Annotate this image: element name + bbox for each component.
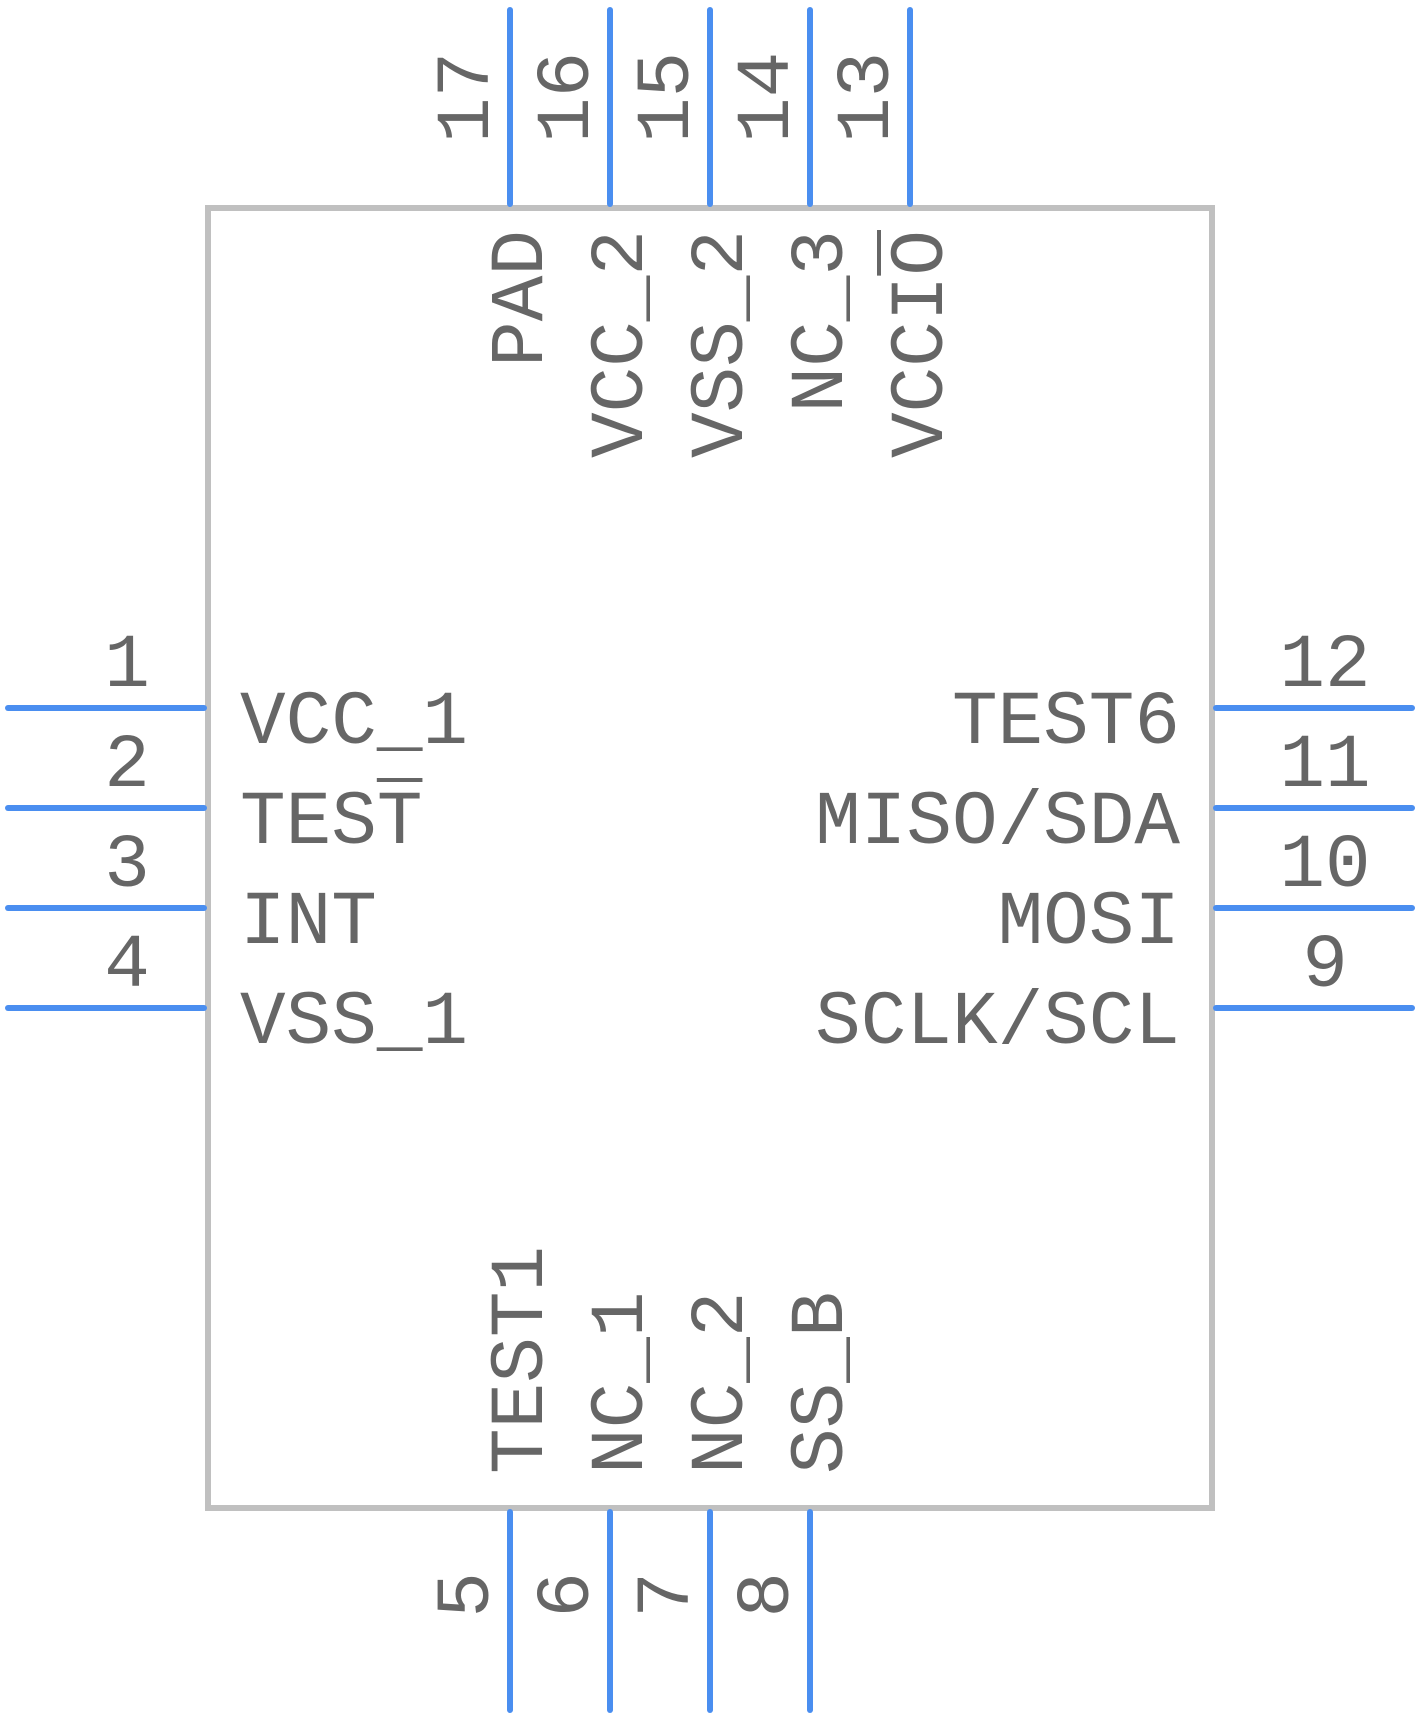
pin-7-label: NC_2: [679, 1292, 765, 1474]
pin-17-label: PAD: [479, 230, 565, 367]
pin-1-label: VCC_1: [240, 680, 468, 766]
pin-16-label: VCC_2: [579, 230, 665, 458]
pin-16-number: 16: [525, 52, 611, 143]
pin-6-number: 6: [525, 1572, 611, 1618]
pin-9-label: SCLK/SCL: [815, 980, 1180, 1066]
pin-13-label: VCCIO: [879, 230, 965, 458]
pin-10-label: MOSI: [998, 880, 1180, 966]
pin-14-label: NC_3: [779, 230, 865, 412]
pin-6-label: NC_1: [579, 1292, 665, 1474]
pin-13-number: 13: [825, 52, 911, 143]
pin-3-number: 3: [104, 823, 150, 909]
pin-5-label: TEST1: [479, 1246, 565, 1474]
pin-17-number: 17: [425, 52, 511, 143]
pin-2-number: 2: [104, 723, 150, 809]
pin-1-number: 1: [104, 623, 150, 709]
pin-11-label: MISO/SDA: [815, 780, 1180, 866]
pin-13-overbar: [877, 230, 881, 276]
pin-14-number: 14: [725, 52, 811, 143]
pin-4-label: VSS_1: [240, 980, 468, 1066]
pin-8-label: SS_B: [779, 1292, 865, 1474]
pin-8-number: 8: [725, 1572, 811, 1618]
pin-7-number: 7: [625, 1572, 711, 1618]
pin-2-label: TEST: [240, 780, 422, 866]
pin-12-number: 12: [1279, 623, 1370, 709]
pin-10-number: 10: [1279, 823, 1370, 909]
pin-15-number: 15: [625, 52, 711, 143]
pin-9-number: 9: [1302, 923, 1348, 1009]
pin-3-label: INT: [240, 880, 377, 966]
pin-2-overbar: [376, 778, 423, 782]
pin-4-number: 4: [104, 923, 150, 1009]
pin-12-label: TEST6: [952, 680, 1180, 766]
pin-11-number: 11: [1279, 723, 1370, 809]
ic-body: [205, 205, 1215, 1511]
pin-5-number: 5: [425, 1572, 511, 1618]
pin-15-label: VSS_2: [679, 230, 765, 458]
